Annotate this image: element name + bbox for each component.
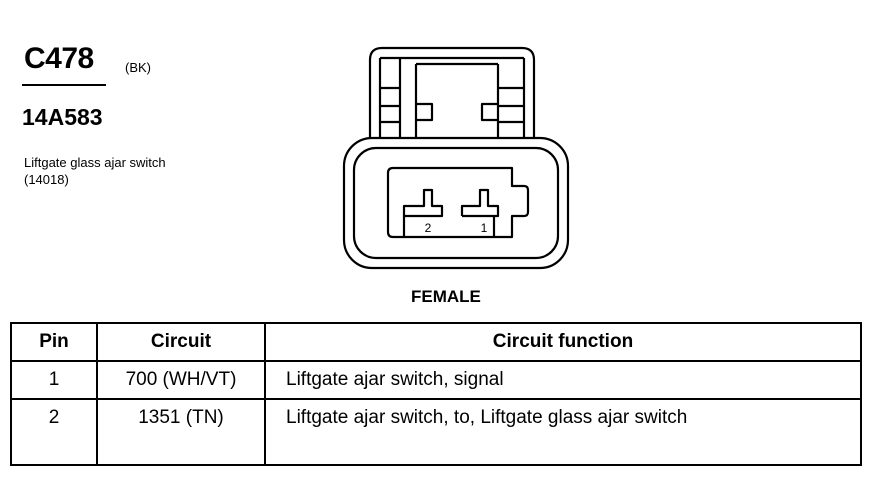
table-row: 2 1351 (TN) Liftgate ajar switch, to, Li…: [10, 397, 862, 467]
table-row: 1 700 (WH/VT) Liftgate ajar switch, sign…: [10, 360, 862, 400]
connector-color-code: (BK): [125, 60, 151, 75]
connector-cavities: [386, 166, 530, 239]
connector-id: C478: [24, 42, 94, 75]
connector-gender-label: FEMALE: [411, 287, 481, 306]
cell-circuit: 1351 (TN): [96, 397, 266, 467]
cell-function: Liftgate ajar switch, signal: [264, 360, 862, 400]
connector-lock-housing: [368, 46, 536, 138]
table-header-row: Pin Circuit Circuit function: [10, 322, 862, 362]
header-circuit: Circuit: [96, 322, 266, 362]
cell-circuit: 700 (WH/VT): [96, 360, 266, 400]
component-name: Liftgate glass ajar switch (14018): [24, 155, 166, 187]
connector-shell: [342, 136, 570, 270]
cell-pin: 1: [10, 360, 98, 400]
header-function: Circuit function: [264, 322, 862, 362]
part-number: 14A583: [22, 104, 103, 130]
pin-1-terminal: [460, 188, 500, 218]
pin-1-label: 1: [481, 221, 488, 235]
connector-id-underline: [22, 84, 106, 86]
pin-2-terminal: [402, 188, 444, 237]
pin-table: Pin Circuit Circuit function 1 700 (WH/V…: [10, 322, 862, 467]
cell-function: Liftgate ajar switch, to, Liftgate glass…: [264, 397, 862, 467]
pin-2-label: 2: [425, 221, 432, 235]
connector-face-diagram: 2 1: [342, 46, 570, 270]
header-pin: Pin: [10, 322, 98, 362]
cell-pin: 2: [10, 397, 98, 467]
